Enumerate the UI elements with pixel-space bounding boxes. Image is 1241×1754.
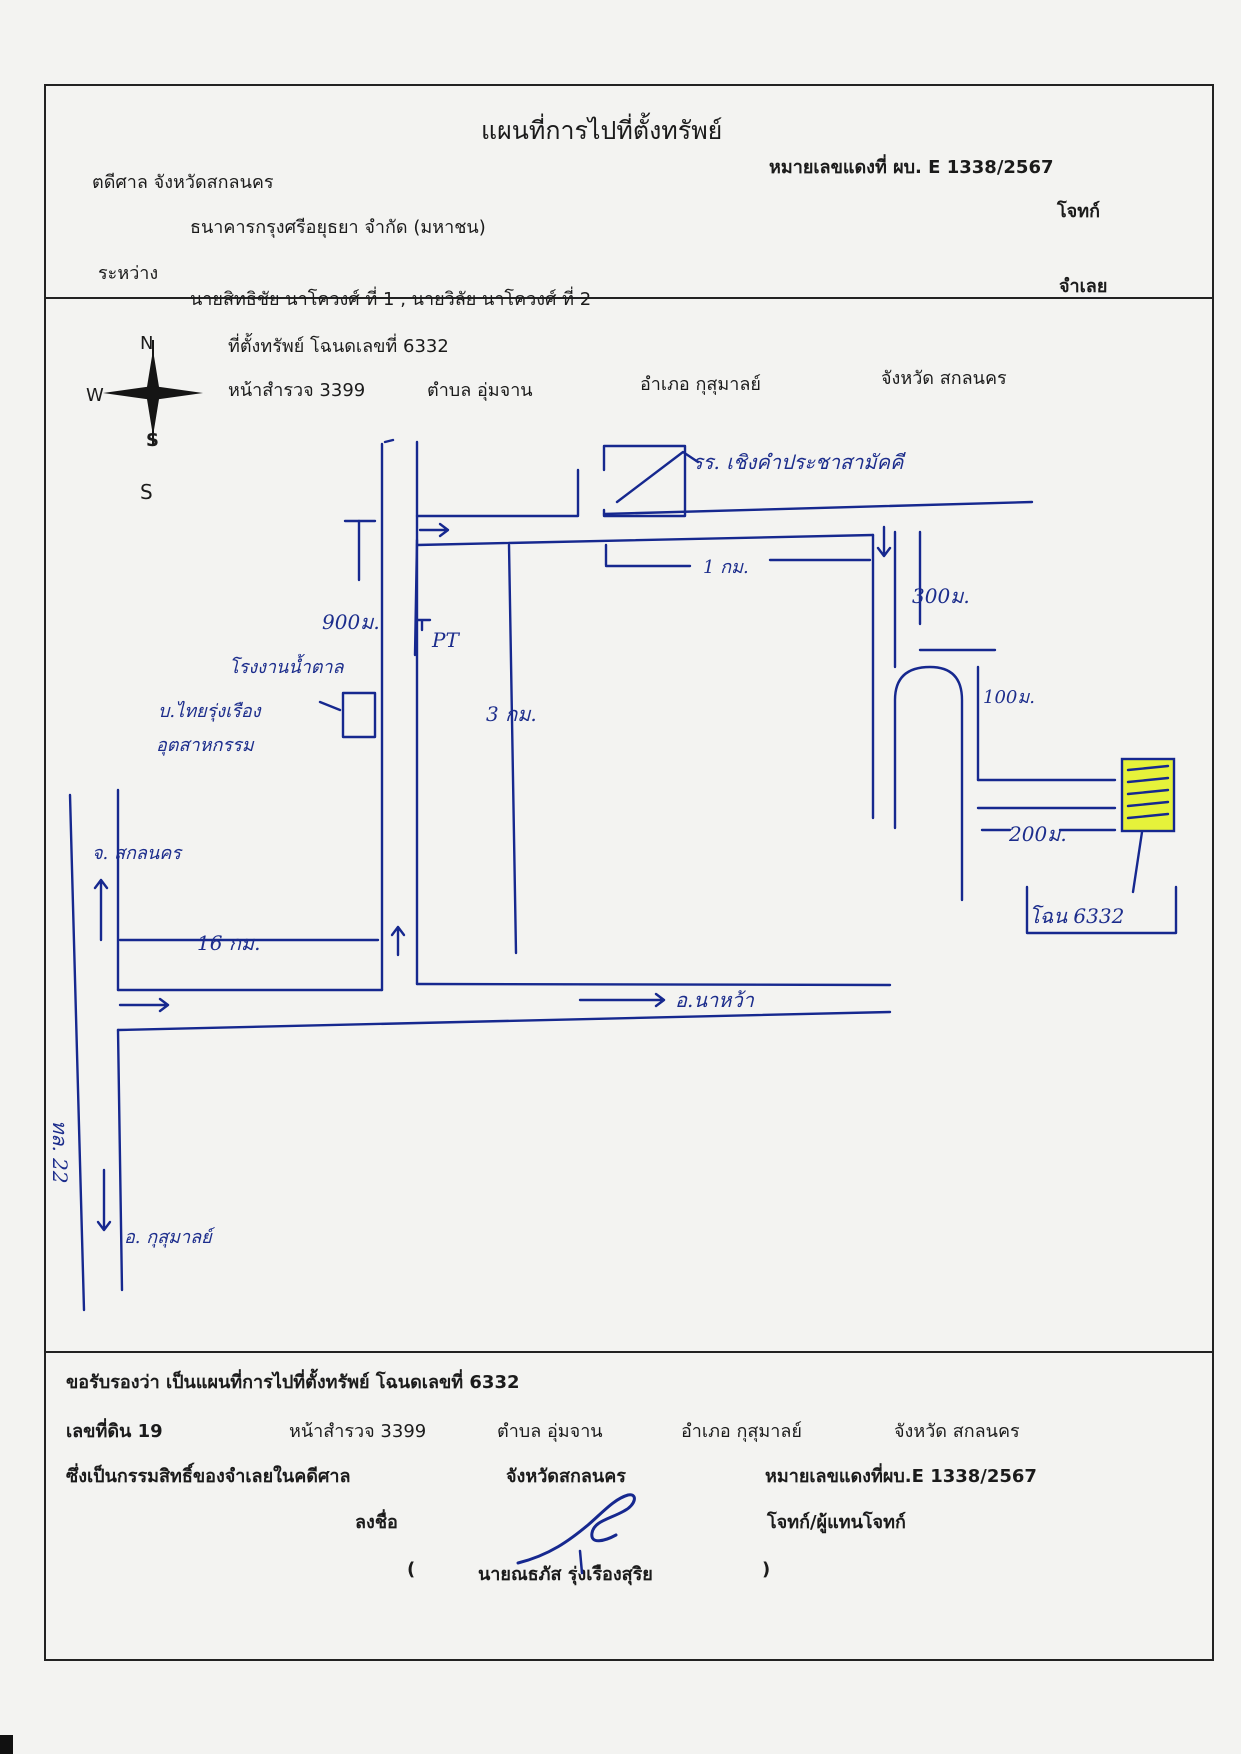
deed-box [1025,885,1178,935]
label-sakon-nakhon: จ. สกลนคร [92,843,181,864]
parcel-pointer [1131,830,1144,894]
footer-subdistrict: ตำบล อุ่มจาน [497,1421,603,1442]
arrow-north-highway [93,878,109,942]
footer-paren-open: ( [407,1559,416,1580]
plaintiff-name: ธนาคารกรุงศรีอยุธยา จำกัด (มหาชน) [190,217,486,238]
footer-page-no: หน้าสำรวจ 3399 [289,1421,427,1442]
header-divider [44,297,1214,299]
label-1km: 1 กม. [703,557,749,578]
label-pt: PT [432,628,459,652]
label-3km: 3 กม. [486,702,537,726]
land-parcel [1120,757,1176,833]
label-nawa: อ.นาหว้า [675,988,754,1012]
top-road-north-edge [602,500,1034,516]
footer-ownership: ซึ่งเป็นกรรมสิทธิ์ของจำเลยในคดีศาล [66,1466,351,1487]
arrow-south-highway [96,1168,112,1232]
footer-certify: ขอรับรองว่า เป็นแผนที่การไปที่ตั้งทรัพย์… [66,1372,520,1393]
location-province: จังหวัด สกลนคร [881,368,1007,389]
page-title: แผนที่การไปที่ตั้งทรัพย์ [481,116,723,145]
road-loop [893,665,964,902]
location-district: อำเภอ กุสุมาลย์ [640,374,761,395]
school-pointer [615,450,700,504]
footer-district: อำเภอ กุสุมาลย์ [681,1421,802,1442]
footer-divider [44,1351,1214,1353]
defendant-role: จำเลย [1059,276,1108,297]
footer-land-no: เลขที่ดิน 19 [66,1421,163,1442]
label-200m: 200ม. [1009,822,1067,846]
location-deed: ที่ตั้งทรัพย์ โฉนดเลขที่ 6332 [228,336,449,357]
arrow-east-bottom [118,997,170,1013]
footer-sign-label: ลงชื่อ [355,1512,398,1533]
location-subdistrict: ตำบล อุ่มจาน [427,380,533,401]
case-number: หมายเลขแดงที่ ผบ. E 1338/2567 [769,157,1054,178]
compass-north: N [140,333,154,354]
location-page-no: หน้าสำรวจ 3399 [228,380,366,401]
plaintiff-role: โจทก์ [1057,201,1100,222]
highway-east-edge [116,788,124,1292]
arrow-south-right [876,525,892,558]
arrow-north-center [390,925,406,957]
highway-west-edge [68,793,86,1312]
arrow-east-top [418,522,450,538]
scan-edge-mark [0,1735,13,1754]
bottom-road-south-edge [116,1010,892,1032]
court-label: ตดีศาล จังหวัดสกลนคร [92,172,274,193]
label-factory-industry: อุตสาหกรรม [156,735,254,756]
label-300m: 300ม. [912,584,970,608]
interior-line [507,543,518,955]
label-highway-22: ทล. 22 [48,1120,72,1184]
footer-case-number: หมายเลขแดงที่ผบ.E 1338/2567 [765,1466,1037,1487]
factory-box [341,691,377,739]
compass-south: S [146,430,159,451]
between-label: ระหว่าง [98,263,159,284]
footer-court-province: จังหวัดสกลนคร [506,1466,626,1487]
compass-west: W [86,385,104,406]
label-100m: 100ม. [983,687,1035,708]
footer-signer-name: นายณธภัส รุ่งเรืองสุริย [478,1564,653,1585]
label-factory: โรงงานน้ำตาล [229,657,344,678]
label-16km: 16 กม. [197,931,261,955]
defendant-names: นายสิทธิชัย นาโควงศ์ ที่ 1 , นายวิลัย นา… [190,289,592,310]
label-kusuman: อ. กุสุมาลย์ [124,1227,212,1248]
compass-south-extra: S [140,480,153,504]
school-road-lower [415,468,580,518]
arrow-east-nawa [578,992,666,1008]
label-factory-company: บ.ไทยรุ่งเรือง [158,701,261,722]
compass-icon [103,340,203,446]
signature-icon [516,1493,636,1575]
footer-paren-close: ) [762,1559,771,1580]
footer-signer-role: โจทก์/ผู้แทนโจทก์ [767,1512,906,1533]
document-frame [44,84,1214,1661]
label-deed-6332: โฉน 6332 [1029,904,1125,928]
label-900m: 900ม. [322,610,380,634]
top-road-south-edge [415,533,875,547]
pt-marker [414,618,432,632]
label-school: รร. เชิงคำประชาสามัคคี [692,450,904,474]
footer-province: จังหวัด สกลนคร [894,1421,1020,1442]
